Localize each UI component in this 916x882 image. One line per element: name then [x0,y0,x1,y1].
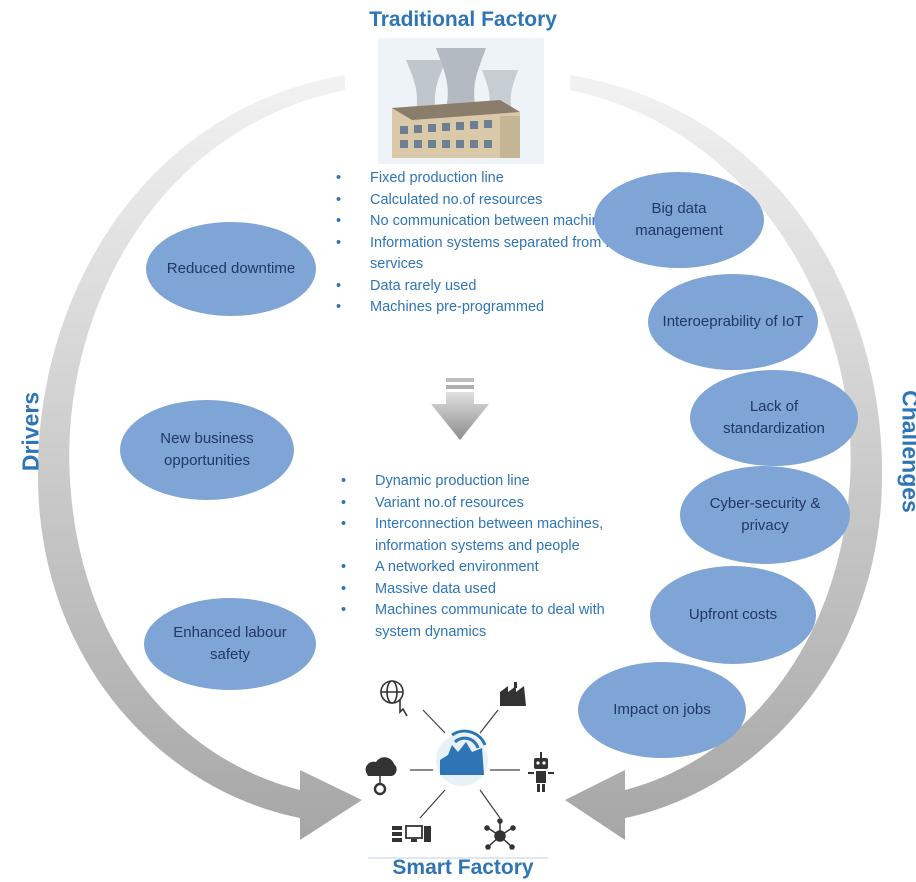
list-item: Machines pre-programmed [336,297,632,319]
driver-new-business-opportunities: New business opportunities [120,400,294,500]
challenges-label: Challenges [897,390,916,513]
server-computer-icon [392,825,431,842]
list-item: A networked environment [341,557,625,579]
driver-reduced-downtime: Reduced downtime [146,222,316,316]
list-item: No communication between machines [336,211,632,233]
down-arrow [431,378,489,440]
smart-factory-list: Dynamic production line Variant no.of re… [341,471,625,643]
challenge-big-data-management: Big data management [594,172,764,268]
smart-factory-title: Smart Factory [392,856,534,879]
challenge-impact-on-jobs: Impact on jobs [578,662,746,758]
challenge-interoperability-of-iot: Interoeprability of IoT [648,274,818,370]
challenge-upfront-costs: Upfront costs [650,566,816,664]
globe-click-icon [380,680,408,717]
traditional-factory-list: Fixed production line Calculated no.of r… [336,168,632,319]
network-hub-icon [484,818,516,850]
list-item: Data rarely used [336,276,632,298]
list-item: Fixed production line [336,168,632,190]
traditional-factory-title: Traditional Factory [369,8,557,31]
smart-factory-hub-icon [436,729,488,786]
list-item: Variant no.of resources [341,493,625,515]
right-curved-arrow [565,75,883,840]
list-item: Information systems separated from field… [336,233,632,276]
driver-enhanced-labour-safety: Enhanced labour safety [144,598,316,690]
smart-factory-icon [500,682,526,706]
list-item: Massive data used [341,579,625,601]
list-item: Interconnection between machines, inform… [341,514,625,557]
list-item: Dynamic production line [341,471,625,493]
factory-image [378,38,544,164]
hub-connectors [410,709,520,819]
challenge-lack-of-standardization: Lack of standardization [690,370,858,466]
list-item: Calculated no.of resources [336,190,632,212]
robot-icon [528,752,554,792]
cloud-gear-icon [365,757,397,796]
challenge-cyber-security-privacy: Cyber-security & privacy [680,466,850,564]
list-item: Machines communicate to deal with system… [341,600,625,643]
drivers-label: Drivers [17,391,44,472]
